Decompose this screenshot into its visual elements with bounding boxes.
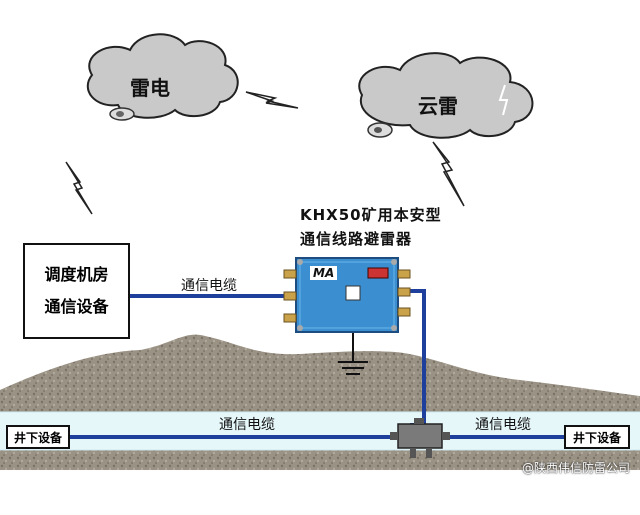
cloud-right-label: 云雷 (418, 94, 458, 118)
underground-cable-left-label: 通信电缆 (219, 417, 275, 433)
underground-cable-right-label: 通信电缆 (475, 417, 531, 433)
dispatch-room-line2: 通信设备 (44, 297, 109, 316)
lightning-arrester-box (283, 257, 411, 333)
cloud-right (358, 52, 534, 139)
device-badge: MA (310, 266, 338, 280)
dispatch-room-box: 调度机房 通信设备 (23, 243, 130, 339)
device-title-line2: 通信线路避雷器 (300, 230, 413, 248)
lightning-bolt-1 (245, 91, 299, 109)
underground-equipment-right: 井下设备 (564, 425, 630, 449)
surface-cable-label: 通信电缆 (181, 278, 237, 294)
lightning-bolt-3 (432, 141, 465, 207)
device-title-line1: KHX50矿用本安型 (300, 206, 442, 224)
lightning-bolt-2 (65, 161, 93, 215)
dispatch-room-line1: 调度机房 (44, 265, 109, 284)
underground-tunnel (0, 412, 640, 450)
cloud-left (86, 33, 239, 121)
ground-electrode (338, 333, 368, 375)
junction-box (390, 418, 450, 458)
cloud-left-label: 雷电 (130, 76, 170, 100)
watermark-text: @陕西伟信防雷公司 (521, 461, 630, 475)
underground-equipment-left: 井下设备 (6, 425, 70, 449)
